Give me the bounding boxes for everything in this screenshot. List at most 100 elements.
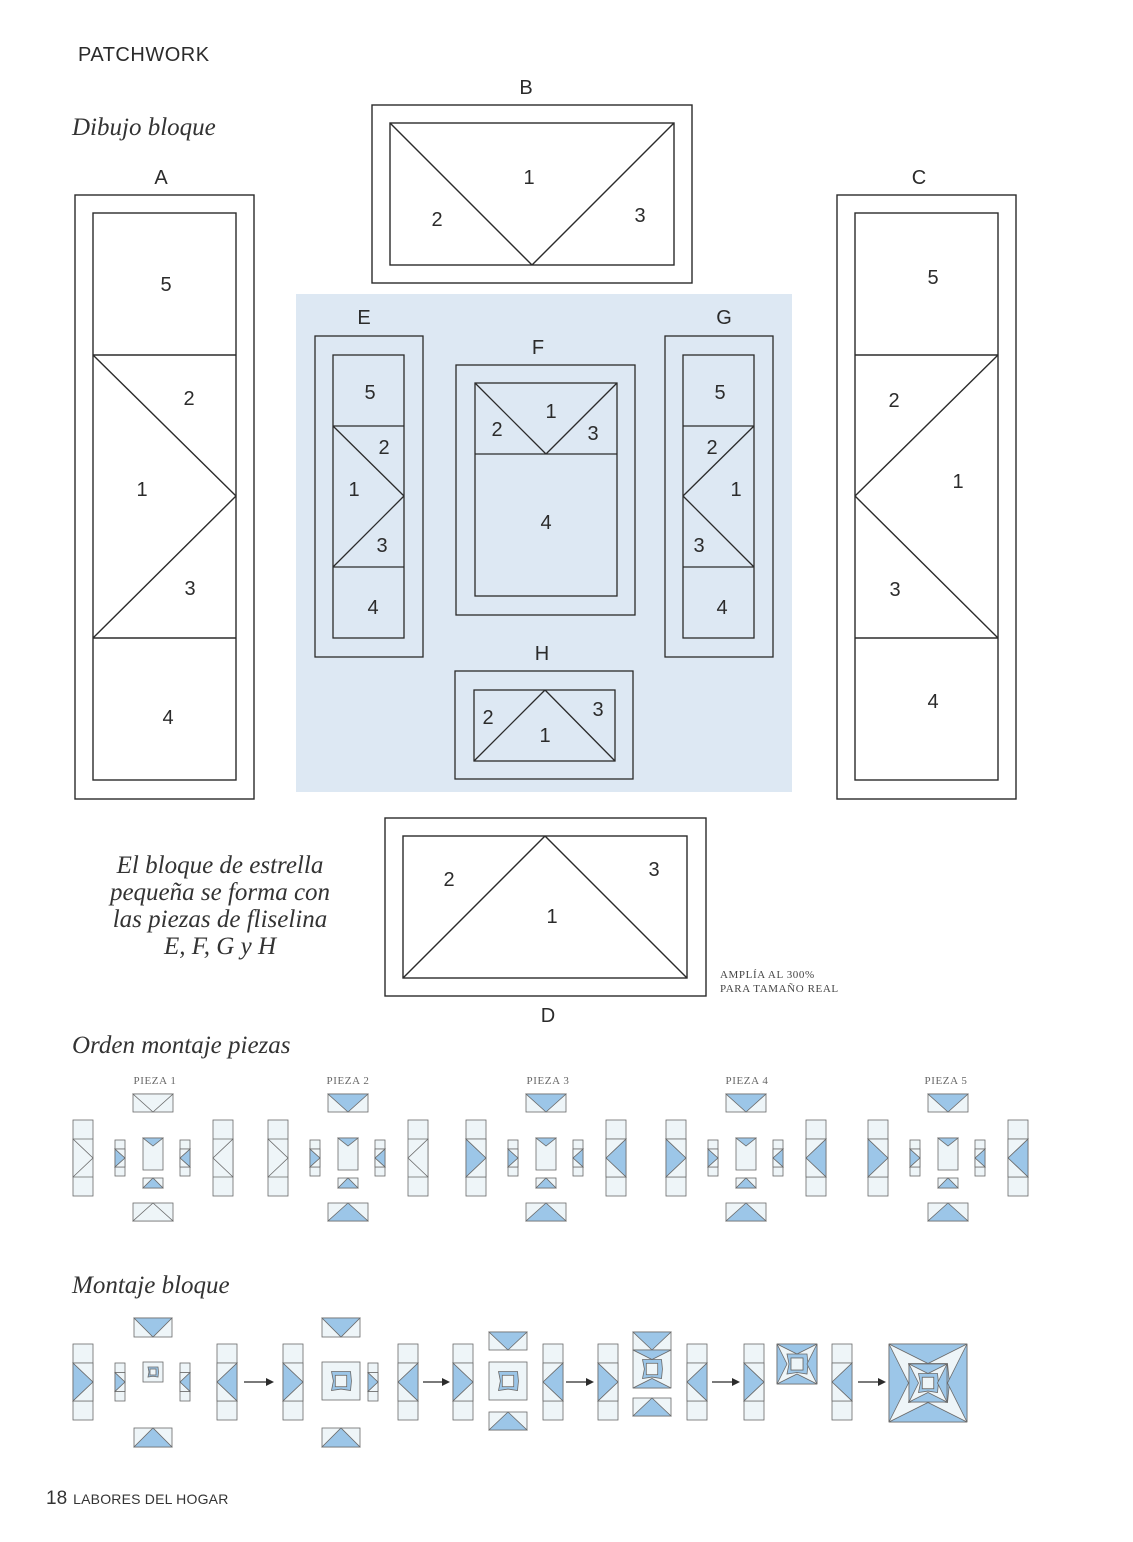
vertical-strip <box>451 1343 474 1421</box>
horizontal-goose <box>724 1202 768 1222</box>
vertical-strip <box>1007 1119 1030 1197</box>
side-triangle <box>772 1157 785 1168</box>
magazine-name: LABORES DEL HOGAR <box>73 1491 229 1507</box>
piece-number: 2 <box>482 707 493 729</box>
horizontal-goose <box>937 1177 959 1189</box>
side-triangle <box>397 1362 420 1383</box>
horizontal-goose <box>131 1093 175 1113</box>
vertical-strip <box>866 1119 889 1197</box>
horizontal-goose <box>926 1202 970 1222</box>
arrow-head <box>266 1378 274 1386</box>
vertical-strip <box>772 1139 785 1177</box>
star-point-right <box>937 1363 948 1403</box>
assembly-step <box>664 1093 828 1222</box>
piece-number: 1 <box>348 479 359 501</box>
step-label: PIEZA 1 <box>133 1075 176 1087</box>
piece-number: 2 <box>443 869 454 891</box>
template-label: G <box>716 307 732 329</box>
assembly-order-groups <box>72 1093 1030 1222</box>
vertical-strip <box>572 1139 585 1177</box>
star-point-left <box>888 1343 909 1423</box>
vertical-strip <box>464 1119 487 1197</box>
side-triangle <box>179 1381 192 1392</box>
horizontal-goose <box>735 1177 757 1189</box>
piece-number: 1 <box>523 167 534 189</box>
goose-triangle <box>321 1427 361 1448</box>
horizontal-goose <box>631 1331 673 1351</box>
piece-number: 3 <box>587 423 598 445</box>
side-triangle <box>664 1157 687 1178</box>
horizontal-goose <box>133 1317 173 1338</box>
vertical-strip <box>267 1119 289 1197</box>
horizontal-goose <box>131 1202 175 1222</box>
assembly-step <box>866 1093 1030 1222</box>
side-triangle <box>451 1362 474 1383</box>
horizontal-goose <box>724 1093 768 1113</box>
template-label: H <box>535 643 549 665</box>
star-block <box>488 1361 528 1401</box>
side-triangle <box>542 1362 565 1383</box>
star-block <box>321 1361 361 1401</box>
horizontal-goose <box>142 1177 164 1189</box>
star-point-bottom <box>776 1373 818 1385</box>
template-c <box>836 194 1017 800</box>
vertical-strip <box>71 1343 94 1421</box>
assembly-step <box>267 1093 429 1222</box>
side-triangle <box>572 1148 585 1159</box>
template-label: C <box>912 167 926 189</box>
piece-number: 3 <box>184 578 195 600</box>
heading-block-drawing: Dibujo bloque <box>72 114 216 141</box>
vertical-strip <box>686 1343 709 1421</box>
star-center <box>645 1362 659 1376</box>
horizontal-goose <box>926 1093 970 1113</box>
vertical-strip <box>605 1119 628 1197</box>
piece-number: 3 <box>889 579 900 601</box>
star-point-right <box>806 1343 818 1385</box>
page-number: 18 <box>46 1488 68 1509</box>
vertical-strip <box>212 1119 234 1197</box>
side-triangle <box>686 1381 709 1402</box>
side-triangle <box>464 1138 487 1159</box>
horizontal-goose <box>321 1427 361 1448</box>
template-label: E <box>357 307 370 329</box>
side-triangle <box>866 1138 889 1159</box>
piece-number: 4 <box>927 691 938 713</box>
side-triangle <box>974 1148 987 1159</box>
piece-number: 4 <box>367 597 378 619</box>
vertical-strip <box>974 1139 987 1177</box>
star-point-left <box>908 1363 919 1403</box>
piece-number: 3 <box>693 535 704 557</box>
piece-number: 2 <box>183 388 194 410</box>
goose-triangle <box>724 1093 768 1113</box>
heading-block-assembly: Montaje bloque <box>72 1272 230 1299</box>
template-a <box>74 194 255 800</box>
side-triangle <box>805 1157 828 1178</box>
vertical-strip <box>908 1139 921 1177</box>
center-unit <box>936 1137 960 1171</box>
note-line: El bloque de estrella <box>116 852 324 879</box>
star-point-top <box>776 1343 818 1355</box>
side-triangle <box>664 1138 687 1159</box>
template-d <box>384 817 707 997</box>
enlarge-line: PARA TAMAÑO REAL <box>720 983 839 995</box>
star-block <box>776 1343 818 1385</box>
star-center <box>501 1374 515 1388</box>
goose-triangle <box>735 1177 757 1189</box>
horizontal-goose <box>631 1397 673 1417</box>
piece-number: 3 <box>648 859 659 881</box>
side-triangle <box>113 1381 126 1392</box>
piece-number: 3 <box>592 699 603 721</box>
arrow-head <box>586 1378 594 1386</box>
side-triangle <box>542 1381 565 1402</box>
note-line: pequeña se forma con <box>109 879 331 906</box>
star-point-right <box>947 1343 968 1423</box>
side-triangle <box>831 1362 854 1383</box>
goose-triangle <box>326 1093 370 1113</box>
arrow-head <box>442 1378 450 1386</box>
side-triangle <box>706 1148 719 1159</box>
vertical-strip <box>542 1343 565 1421</box>
piece-number: 4 <box>716 597 727 619</box>
vertical-strip <box>179 1139 192 1177</box>
vertical-strip <box>742 1343 765 1421</box>
vertical-strip <box>407 1119 429 1197</box>
